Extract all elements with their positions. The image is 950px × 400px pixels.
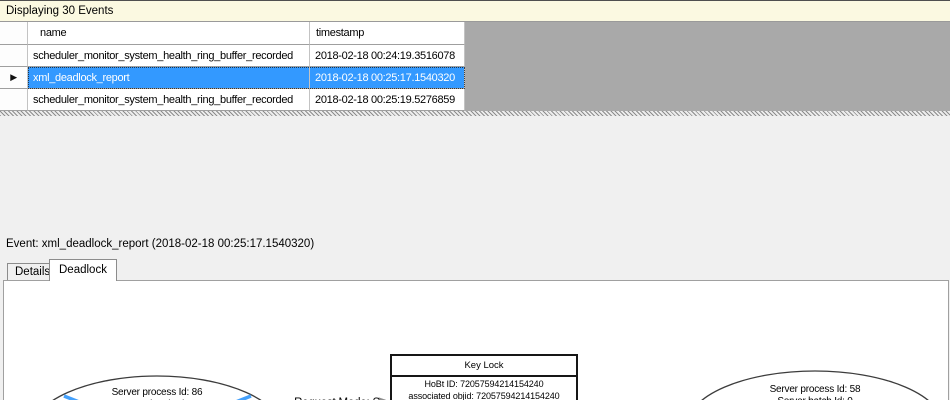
owner-process-node: Server process Id: 58 Server batch Id: 0… bbox=[691, 384, 939, 400]
row-header-cell bbox=[0, 45, 28, 67]
events-count-label: Displaying 30 Events bbox=[6, 5, 114, 17]
column-header-timestamp[interactable]: timestamp bbox=[310, 22, 465, 45]
pane-splitter[interactable] bbox=[0, 111, 950, 116]
event-row[interactable]: scheduler_monitor_system_health_ring_buf… bbox=[0, 45, 465, 67]
event-row[interactable]: scheduler_monitor_system_health_ring_buf… bbox=[0, 89, 465, 111]
event-detail-pane: Event: xml_deadlock_report (2018-02-18 0… bbox=[0, 116, 950, 400]
resource-attr: associated objid: 72057594214154240 bbox=[408, 390, 560, 400]
events-grid: name timestamp scheduler_monitor_system_… bbox=[0, 22, 950, 111]
edge-label-request-mode-s: Request Mode: S bbox=[294, 397, 380, 400]
row-header-cell bbox=[0, 89, 28, 111]
victim-process-node: Server process Id: 86 Server batch Id: 0… bbox=[37, 387, 277, 400]
key-lock-node-top: Key Lock HoBt ID: 72057594214154240 asso… bbox=[390, 354, 578, 400]
tab-deadlock[interactable]: Deadlock bbox=[49, 259, 117, 281]
row-header-cell: ▶ bbox=[0, 67, 28, 89]
process-attr: Server process Id: 86 bbox=[111, 387, 203, 398]
event-row-selected[interactable]: ▶ xml_deadlock_report 2018-02-18 00:25:1… bbox=[0, 67, 465, 89]
events-grid-table: name timestamp scheduler_monitor_system_… bbox=[0, 22, 465, 111]
grid-header-row: name timestamp bbox=[0, 22, 465, 45]
current-row-indicator-icon: ▶ bbox=[10, 72, 17, 82]
event-title-label: Event: xml_deadlock_report (2018-02-18 0… bbox=[6, 238, 315, 250]
resource-attr: HoBt ID: 72057594214154240 bbox=[424, 379, 544, 389]
events-count-bar: Displaying 30 Events bbox=[0, 0, 950, 22]
event-timestamp-cell[interactable]: 2018-02-18 00:24:19.3516078 bbox=[310, 45, 465, 67]
event-name-cell[interactable]: xml_deadlock_report bbox=[28, 67, 310, 89]
process-attr: Server batch Id: 0 bbox=[691, 396, 939, 400]
grid-corner-cell bbox=[0, 22, 28, 45]
tab-details[interactable]: Details bbox=[7, 263, 59, 280]
event-name-cell[interactable]: scheduler_monitor_system_health_ring_buf… bbox=[28, 89, 310, 111]
event-timestamp-cell[interactable]: 2018-02-18 00:25:19.5276859 bbox=[310, 89, 465, 111]
event-name-cell[interactable]: scheduler_monitor_system_health_ring_buf… bbox=[28, 45, 310, 67]
key-lock-title: Key Lock bbox=[392, 356, 576, 377]
event-timestamp-cell[interactable]: 2018-02-18 00:25:17.1540320 bbox=[310, 67, 465, 89]
column-header-name[interactable]: name bbox=[28, 22, 310, 45]
event-title-bar: Event: xml_deadlock_report (2018-02-18 0… bbox=[0, 232, 950, 256]
process-attr: Server process Id: 58 bbox=[769, 384, 861, 395]
